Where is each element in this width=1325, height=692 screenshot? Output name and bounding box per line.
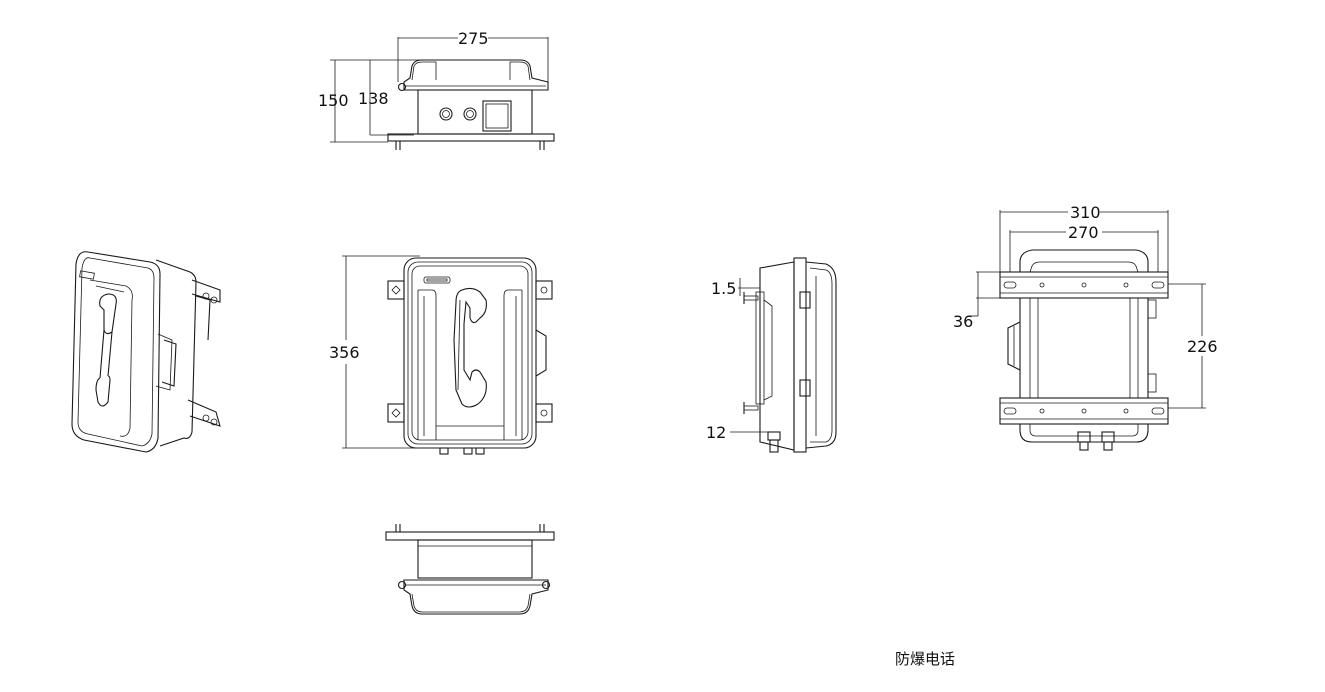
- dim-top-height-outer: 150: [318, 91, 349, 110]
- dim-top-width: 275: [458, 29, 489, 48]
- top-view: 275 150 138: [318, 29, 555, 150]
- dim-front-height: 356: [329, 343, 360, 362]
- front-view: 356: [329, 255, 553, 455]
- rear-view: 310 270 226 36: [953, 203, 1218, 451]
- bottom-view: [385, 524, 555, 615]
- dim-side-plate: 1.5: [711, 279, 736, 298]
- dim-rear-outer-width: 310: [1070, 203, 1101, 222]
- side-view: 1.5 12: [706, 257, 837, 453]
- dim-rear-bracket-offset: 36: [953, 312, 973, 331]
- dim-side-bottom: 12: [706, 423, 726, 442]
- dim-rear-bracket-spacing: 226: [1187, 337, 1218, 356]
- dim-top-height-inner: 138: [358, 89, 389, 108]
- dim-rear-inner-width: 270: [1068, 223, 1099, 242]
- isometric-view: [71, 251, 221, 453]
- drawing-caption: 防爆电话: [895, 650, 956, 668]
